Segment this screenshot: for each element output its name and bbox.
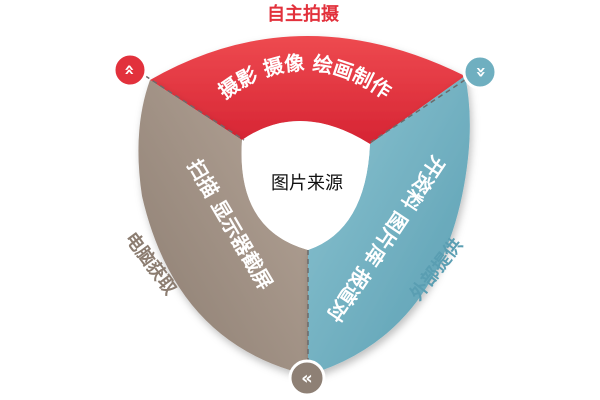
double-chevron-up-icon: «: [119, 64, 140, 76]
separator-left: [129, 65, 245, 141]
badge-top-left[interactable]: «: [112, 52, 148, 88]
badge-bottom[interactable]: «: [288, 359, 326, 397]
badge-top-right[interactable]: «: [462, 54, 498, 90]
separator-right: [367, 69, 481, 145]
outer-label-top: 自主拍摄: [267, 3, 340, 25]
segment-top: [150, 35, 465, 144]
double-chevron-left-icon: «: [301, 368, 313, 389]
segment-right: [308, 76, 470, 375]
double-chevron-down-icon: «: [470, 66, 491, 78]
center-area: [241, 120, 370, 250]
segment-left: [138, 80, 308, 375]
center-label: 图片来源: [271, 173, 343, 194]
